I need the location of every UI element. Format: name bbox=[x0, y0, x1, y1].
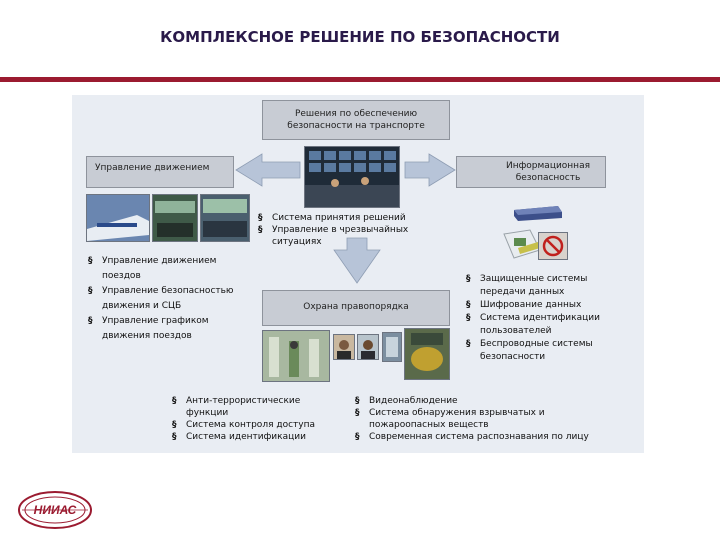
arrow-left bbox=[235, 153, 301, 187]
title-divider bbox=[0, 77, 720, 82]
bottom-left-list-item: Анти-террористические функции bbox=[172, 395, 342, 419]
right-list-item: Шифрование данных bbox=[466, 299, 612, 312]
bottom-left-list-item: Система идентификации bbox=[172, 431, 342, 443]
access-control-photo bbox=[262, 330, 330, 382]
bottom-right-list-item: Видеонаблюдение bbox=[355, 395, 615, 407]
left-list: Управление движением поездов Управление … bbox=[88, 254, 248, 344]
right-box: Информационная безопасность bbox=[456, 156, 606, 188]
center-list-item: Управление в чрезвычайных ситуациях bbox=[258, 224, 448, 248]
center-top-label: Решения по обеспечению безопасности на т… bbox=[287, 109, 425, 131]
left-box-label: Управление движением bbox=[95, 163, 210, 173]
video-surveillance-photo bbox=[404, 328, 450, 380]
right-list: Защищенные системы передачи данных Шифро… bbox=[466, 273, 612, 364]
arrow-right bbox=[404, 153, 456, 187]
dispatch-room-photo-1 bbox=[152, 194, 198, 242]
dispatch-image-2 bbox=[201, 195, 249, 241]
bottom-left-list: Анти-террористические функции Система ко… bbox=[172, 395, 342, 443]
left-list-item: Управление движением поездов bbox=[88, 254, 248, 284]
center-box-label: Охрана правопорядка bbox=[303, 302, 409, 312]
train-image bbox=[87, 195, 149, 241]
bottom-right-list-item: Современная система распознавания по лиц… bbox=[355, 431, 615, 443]
dispatch-room-photo-2 bbox=[200, 194, 250, 242]
bottom-right-list: Видеонаблюдение Система обнаружения взры… bbox=[355, 395, 615, 443]
network-device-image bbox=[512, 202, 564, 222]
slide-title: КОМПЛЕКСНОЕ РЕШЕНИЕ ПО БЕЗОПАСНОСТИ bbox=[160, 28, 560, 46]
logo-icon: НИИАС bbox=[16, 489, 94, 531]
dispatch-image-1 bbox=[153, 195, 197, 241]
right-box-label: Информационная безопасность bbox=[505, 161, 590, 183]
card-reader-image bbox=[500, 228, 542, 262]
control-room-photo bbox=[304, 146, 400, 208]
scanner-photo bbox=[382, 332, 402, 362]
center-list-item: Система принятия решений bbox=[258, 212, 448, 224]
center-top-box: Решения по обеспечению безопасности на т… bbox=[262, 100, 450, 140]
right-list-item: Система идентификации пользователей bbox=[466, 312, 612, 338]
bottom-right-list-item: Система обнаружения взрывчатых и пожароо… bbox=[355, 407, 615, 431]
left-list-item: Управление графиком движения поездов bbox=[88, 314, 248, 344]
center-list: Система принятия решений Управление в чр… bbox=[258, 212, 448, 248]
face-id-photo-1 bbox=[333, 334, 355, 360]
right-list-item: Защищенные системы передачи данных bbox=[466, 273, 612, 299]
train-photo bbox=[86, 194, 150, 242]
left-box: Управление движением bbox=[86, 156, 234, 188]
control-room-image bbox=[305, 147, 399, 207]
right-list-item: Беспроводные системы безопасности bbox=[466, 338, 612, 364]
center-box: Охрана правопорядка bbox=[262, 290, 450, 326]
bottom-left-list-item: Система контроля доступа bbox=[172, 419, 342, 431]
niias-logo: НИИАС bbox=[18, 491, 92, 529]
logo-text: НИИАС bbox=[34, 503, 77, 517]
face-id-photo-2 bbox=[357, 334, 379, 360]
left-list-item: Управление безопасностью движения и СЦБ bbox=[88, 284, 248, 314]
no-wireless-sign-image bbox=[538, 232, 568, 260]
